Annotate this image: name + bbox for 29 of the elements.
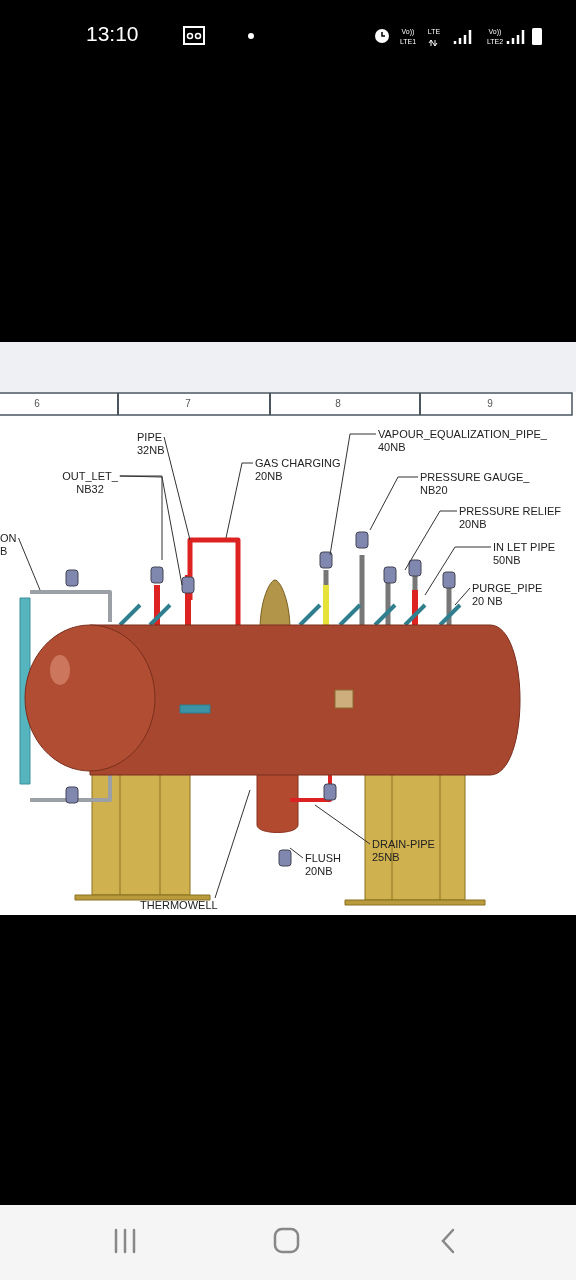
- leader-line: [214, 789, 251, 899]
- leader-line: [314, 804, 371, 845]
- callout-label: PIPE 32NB: [137, 431, 177, 457]
- callout-label: ON B: [0, 532, 20, 558]
- callout-label: DRAIN-PIPE 25NB: [372, 838, 442, 864]
- callout-label: PURGE_PIPE 20 NB: [472, 582, 548, 608]
- callout-label: OUT_LET_ NB32: [60, 470, 120, 496]
- leader-line: [454, 587, 471, 606]
- leader-line: [369, 476, 419, 531]
- clock-time: 13:10: [86, 22, 139, 46]
- leader-line: [424, 546, 492, 596]
- grid-number: 8: [334, 398, 342, 409]
- callout-label: VAPOUR_EQUALIZATION_PIPE_ 40NB: [378, 428, 558, 454]
- grid-number: 7: [184, 398, 192, 409]
- leader-line: [404, 510, 458, 571]
- grid-number: 6: [33, 398, 41, 409]
- leader-line: [225, 462, 254, 539]
- leader-line: [163, 436, 191, 541]
- leader-line: [119, 475, 183, 586]
- callout-label: GAS CHARGING 20NB: [255, 457, 355, 483]
- callout-label: THERMOWELL: [140, 899, 230, 912]
- callout-label: PRESSURE GAUGE_ NB20: [420, 471, 530, 497]
- leader-line: [329, 433, 377, 556]
- callout-label: IN LET PIPE 50NB: [493, 541, 569, 567]
- leader-line: [18, 537, 41, 591]
- callout-label: PRESSURE RELIEF 20NB: [459, 505, 571, 531]
- grid-number: 9: [486, 398, 494, 409]
- callout-label: FLUSH 20NB: [305, 852, 350, 878]
- leader-line: [289, 847, 304, 859]
